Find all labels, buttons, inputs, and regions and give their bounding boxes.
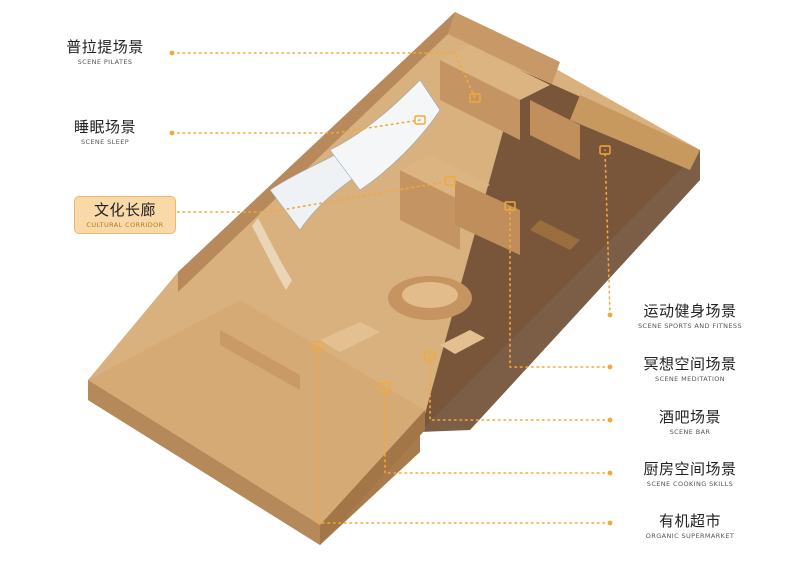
label-sports-fitness: 运动健身场景 SCENE SPORTS AND FITNESS bbox=[620, 302, 760, 331]
partition-wall bbox=[220, 330, 300, 390]
scene-marker-icon bbox=[424, 351, 436, 361]
label-zh: 酒吧场景 bbox=[658, 408, 721, 426]
scene-marker-icon bbox=[414, 115, 426, 125]
leader-pilates bbox=[171, 52, 476, 99]
glass-facade bbox=[420, 70, 700, 432]
leader-meditation bbox=[509, 205, 611, 368]
scene-marker-icon bbox=[444, 176, 456, 186]
label-en: SCENE BAR bbox=[669, 428, 711, 436]
label-zh: 冥想空间场景 bbox=[643, 355, 737, 373]
leader-dot bbox=[607, 364, 613, 370]
room-meditation bbox=[400, 170, 460, 250]
leader-cultural bbox=[171, 180, 451, 213]
leader-dot bbox=[169, 50, 175, 56]
label-meditation: 冥想空间场景 SCENE MEDITATION bbox=[620, 355, 760, 384]
label-en: SCENE SLEEP bbox=[80, 138, 130, 146]
label-zh: 文化长廊 bbox=[93, 201, 156, 219]
leader-bar bbox=[429, 355, 611, 421]
scene-marker-icon bbox=[469, 93, 481, 103]
label-zh: 运动健身场景 bbox=[643, 302, 737, 320]
leader-cooking bbox=[384, 386, 611, 474]
bar-counter-inner bbox=[402, 282, 458, 308]
scene-marker-icon bbox=[379, 382, 391, 392]
label-zh: 普拉提场景 bbox=[66, 38, 144, 56]
back-wall bbox=[448, 12, 560, 84]
label-pilates: 普拉提场景 SCENE PILATES bbox=[40, 38, 170, 67]
leader-dot bbox=[169, 130, 175, 136]
label-zh: 厨房空间场景 bbox=[643, 460, 737, 478]
leader-supermarket bbox=[317, 345, 611, 524]
label-sleep: 睡眠场景 SCENE SLEEP bbox=[40, 118, 170, 147]
label-bar: 酒吧场景 SCENE BAR bbox=[620, 408, 760, 437]
label-en: CULTURAL CORRIDOR bbox=[86, 221, 164, 229]
left-back-wall bbox=[178, 12, 455, 292]
leader-dot bbox=[607, 470, 613, 476]
room-sleep bbox=[455, 180, 520, 255]
gym-equipment bbox=[530, 220, 580, 250]
block-front-left bbox=[88, 380, 320, 545]
label-en: SCENE MEDITATION bbox=[654, 375, 726, 383]
leader-sports bbox=[604, 149, 611, 316]
leader-sleep bbox=[171, 119, 421, 134]
leader-dot bbox=[607, 417, 613, 423]
table bbox=[320, 322, 380, 352]
scene-marker-icon bbox=[504, 201, 516, 211]
room-pilates-top bbox=[440, 45, 550, 100]
label-en: SCENE COOKING SKILLS bbox=[646, 480, 734, 488]
facade-frame bbox=[570, 95, 700, 170]
scene-marker-icon bbox=[599, 145, 611, 155]
chairs bbox=[440, 330, 485, 354]
room-grid bbox=[530, 100, 580, 160]
leader-dot bbox=[607, 520, 613, 526]
curved-screen bbox=[252, 218, 292, 290]
block-front-top bbox=[88, 300, 425, 525]
label-zh: 有机超市 bbox=[658, 512, 721, 530]
leader-dot bbox=[607, 312, 613, 318]
label-en: ORGANIC SUPERMARKET bbox=[645, 532, 735, 540]
block-front-right bbox=[320, 410, 425, 545]
ribbon-sculpture-2 bbox=[329, 79, 441, 191]
label-organic-supermarket: 有机超市 ORGANIC SUPERMARKET bbox=[620, 512, 760, 541]
label-en: SCENE PILATES bbox=[77, 58, 133, 66]
scene-marker-icon bbox=[312, 341, 324, 351]
label-zh: 睡眠场景 bbox=[73, 118, 136, 136]
label-en: SCENE SPORTS AND FITNESS bbox=[637, 322, 742, 330]
label-cooking: 厨房空间场景 SCENE COOKING SKILLS bbox=[620, 460, 760, 489]
label-cultural-corridor: 文化长廊 CULTURAL CORRIDOR bbox=[74, 196, 176, 234]
